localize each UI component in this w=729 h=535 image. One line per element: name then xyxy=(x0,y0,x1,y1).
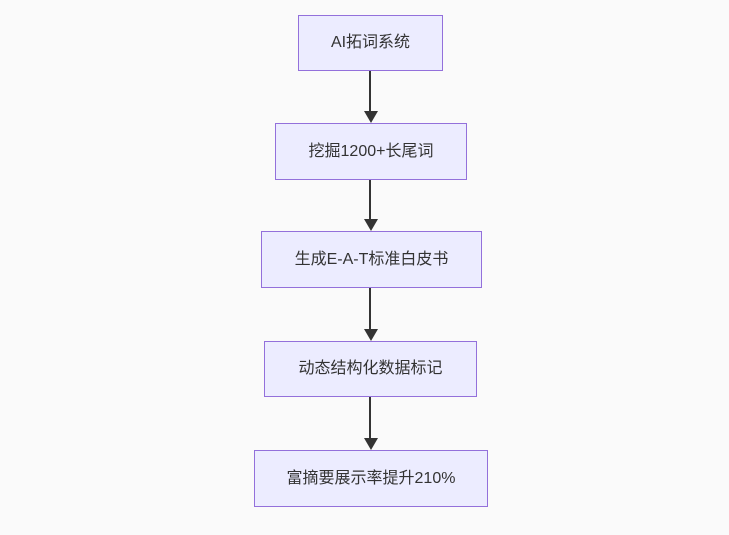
node-label: 挖掘1200+长尾词 xyxy=(308,142,434,160)
arrow-connector-line xyxy=(369,288,371,330)
flowchart-node-eat-whitepaper: 生成E-A-T标准白皮书 xyxy=(261,231,482,288)
arrow-down-icon xyxy=(364,438,378,450)
flowchart-node-rich-snippet-uplift: 富摘要展示率提升210% xyxy=(254,450,488,507)
node-label: 富摘要展示率提升210% xyxy=(286,469,456,487)
arrow-down-icon xyxy=(364,111,378,123)
flowchart-node-structured-data-markup: 动态结构化数据标记 xyxy=(264,341,477,397)
node-label: 动态结构化数据标记 xyxy=(298,360,443,378)
flowchart-node-ai-keyword-system: AI拓词系统 xyxy=(298,15,443,71)
arrow-down-icon xyxy=(364,329,378,341)
arrow-connector-line xyxy=(369,397,371,439)
node-label: AI拓词系统 xyxy=(330,34,411,52)
arrow-connector-line xyxy=(369,71,371,112)
flowchart-node-longtail-mining: 挖掘1200+长尾词 xyxy=(275,123,467,180)
arrow-down-icon xyxy=(364,219,378,231)
node-label: 生成E-A-T标准白皮书 xyxy=(294,250,449,268)
arrow-connector-line xyxy=(369,180,371,220)
